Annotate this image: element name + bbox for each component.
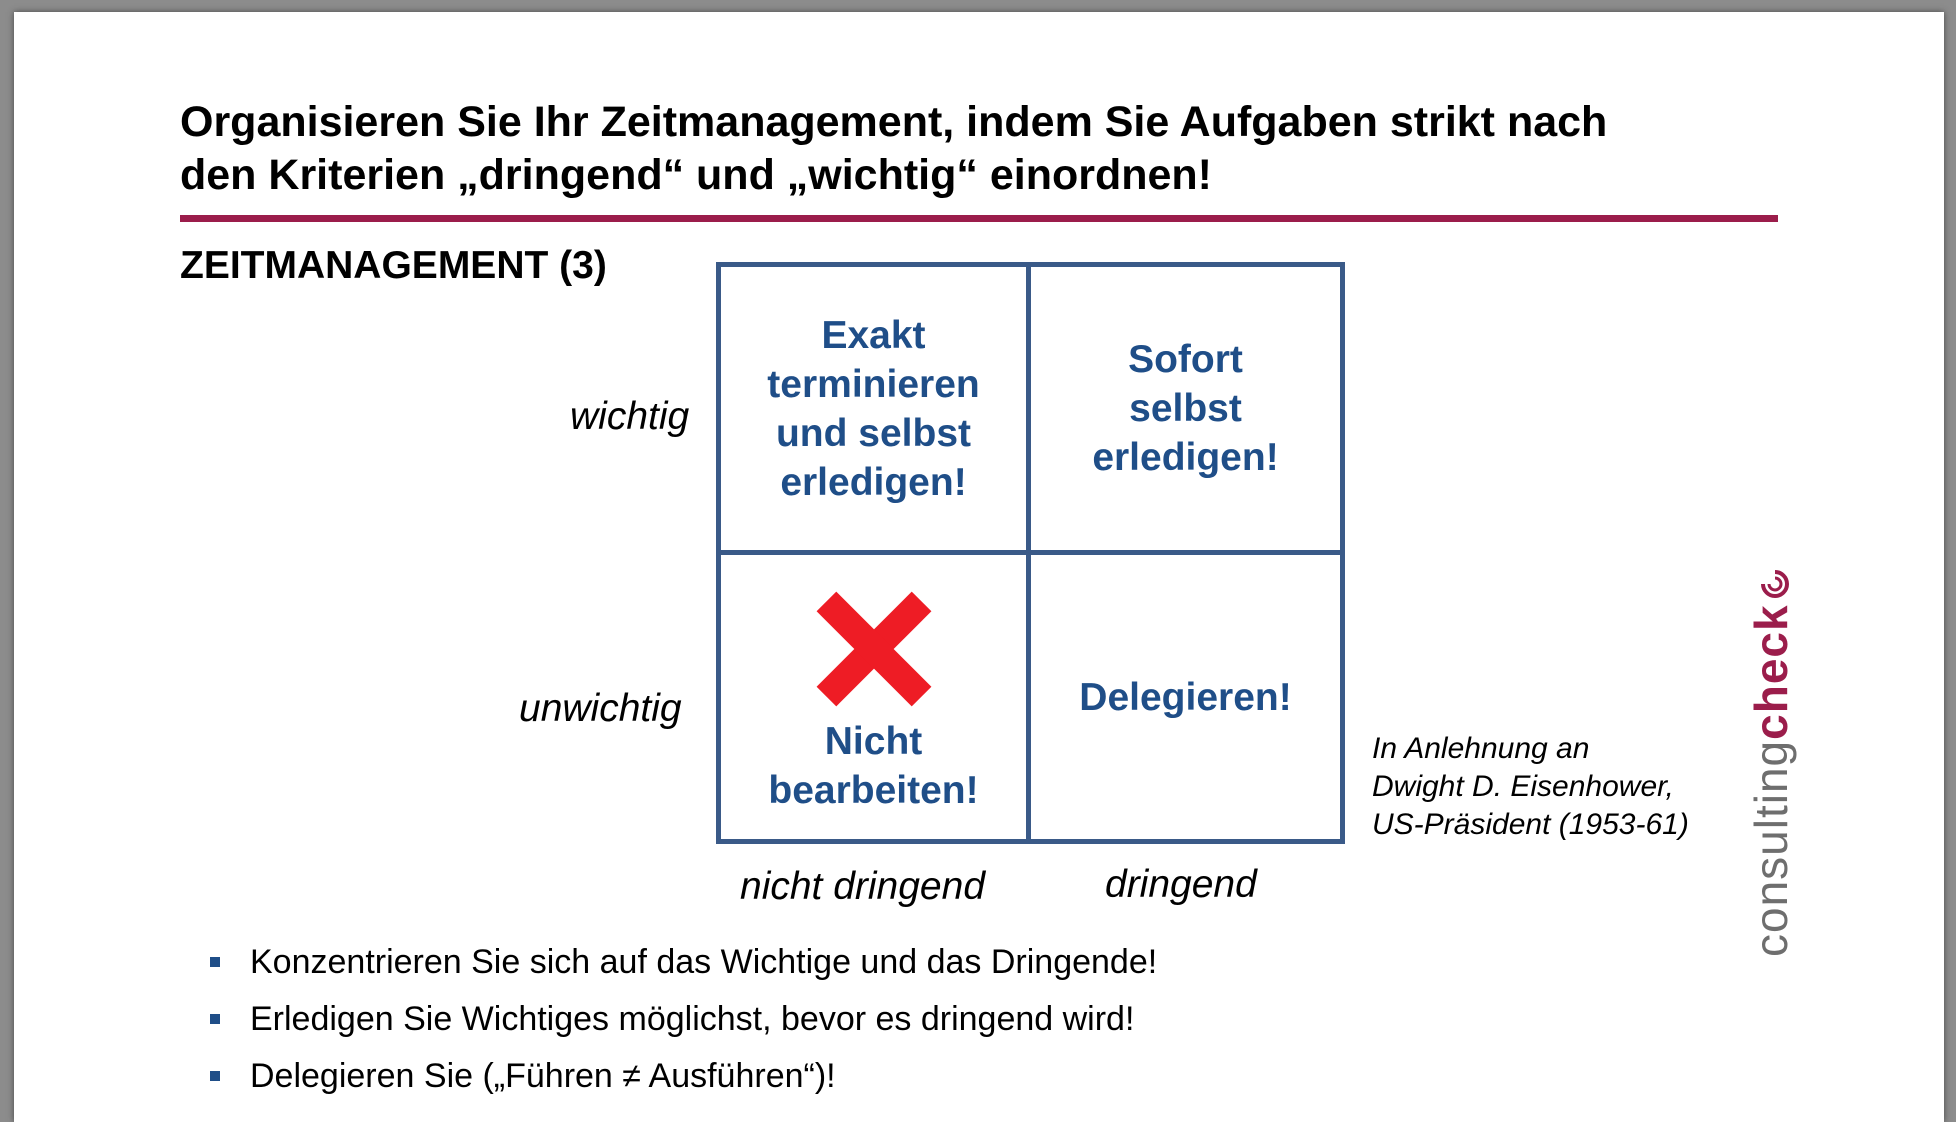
title-line-2: den Kriterien „dringend“ und „wichtig“ e… [180,151,1212,199]
quadrant-text-line: Nicht [824,720,923,763]
matrix-horizontal-divider [721,550,1340,555]
slide-title: Organisieren Sie Ihr Zeitmanagement, ind… [180,96,1820,202]
logo-swirl-icon [1760,570,1789,599]
quadrant-text-line: terminieren [767,362,980,406]
row-label-unimportant: unwichtig [519,687,682,730]
quadrant-text-line: selbst [1129,387,1242,430]
logo-text-check: check [1745,604,1797,740]
bullet-list: Konzentrieren Sie sich auf das Wichtige … [204,942,1157,1113]
quadrant-important-urgent: Sofort selbst erledigen! [1031,267,1340,550]
section-subtitle: ZEITMANAGEMENT (3) [180,244,607,287]
quadrant-text-line: Sofort [1128,338,1243,381]
quadrant-text-line: Exakt [821,313,926,357]
quadrant-text-line: Delegieren! [1079,676,1292,719]
quadrant-text-line: bearbeiten! [768,769,979,812]
col-label-not-urgent: nicht dringend [740,865,986,908]
bullet-text: Konzentrieren Sie sich auf das Wichtige … [250,943,1158,981]
bullet-square-icon [210,1014,220,1024]
source-note: In Anlehnung an Dwight D. Eisenhower, US… [1372,730,1689,844]
bullet-item: Delegieren Sie („Führen ≠ Ausführen“)! [204,1056,1157,1096]
title-line-1: Organisieren Sie Ihr Zeitmanagement, ind… [180,98,1608,146]
quadrant-unimportant-urgent: Delegieren! [1031,555,1340,839]
note-line: US-Präsident (1953-61) [1372,808,1689,841]
logo-text-consulting: consulting [1745,739,1797,957]
bullet-square-icon [210,1071,220,1081]
note-line: Dwight D. Eisenhower, [1372,770,1674,803]
bullet-item: Erledigen Sie Wichtiges möglichst, bevor… [204,999,1157,1039]
red-x-icon [816,591,931,707]
quadrant-text-line: und selbst [775,411,972,455]
quadrant-unimportant-not-urgent: Nicht bearbeiten! [721,555,1026,839]
bullet-square-icon [210,957,220,967]
bullet-text: Delegieren Sie („Führen ≠ Ausführen“)! [250,1057,836,1095]
quadrant-text-line: erledigen! [1092,436,1279,479]
bullet-item: Konzentrieren Sie sich auf das Wichtige … [204,942,1157,982]
quadrant-important-not-urgent: Exakt terminieren und selbst erledigen! [721,267,1026,550]
bullet-text: Erledigen Sie Wichtiges möglichst, bevor… [250,1000,1135,1038]
row-label-important: wichtig [570,395,690,438]
note-line: In Anlehnung an [1372,732,1590,765]
slide: Organisieren Sie Ihr Zeitmanagement, ind… [14,12,1944,1122]
col-label-urgent: dringend [1105,863,1257,906]
eisenhower-matrix: Exakt terminieren und selbst erledigen! … [716,262,1345,844]
quadrant-text-line: erledigen! [780,460,967,504]
company-logo: consultingcheck [1744,568,1798,957]
title-divider [180,215,1778,222]
